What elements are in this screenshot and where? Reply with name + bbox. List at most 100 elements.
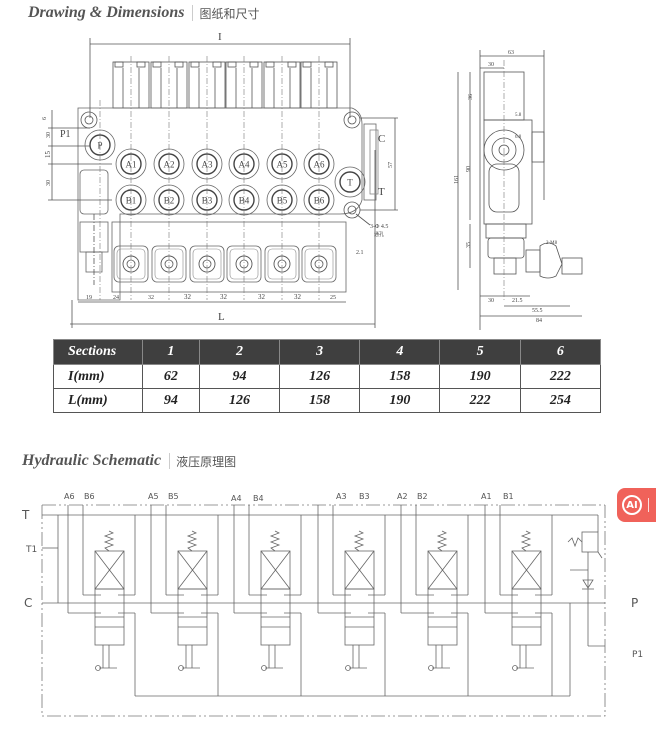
- port-label-b: B1: [503, 492, 514, 501]
- port-p1-label: P1: [60, 129, 71, 140]
- spool-valve-section: [484, 505, 553, 696]
- dim-bottom-32: 32: [258, 293, 266, 301]
- right-label-p: P: [631, 596, 638, 610]
- table-header-cell: 2: [198, 339, 281, 365]
- dim-side-63: 63: [508, 50, 514, 56]
- dim-side-161: 161: [454, 175, 460, 184]
- table-header-cell: 6: [519, 339, 602, 365]
- dimensions-table: Sections 1 2 3 4 5 6 I(mm) 62 94 126 158…: [53, 339, 602, 413]
- port-label: A4: [239, 160, 250, 170]
- port-label-b: B5: [168, 492, 179, 501]
- dim-right-57: 57: [388, 162, 394, 168]
- dim-L-label: L: [218, 311, 225, 323]
- dim-left-30a: 30: [46, 132, 52, 138]
- dim-side-84: 84: [536, 318, 542, 324]
- dim-mount-hole: 3-Φ 4.5: [370, 224, 388, 230]
- table-header-cell: 3: [279, 339, 361, 365]
- relief-valve-symbol: [581, 531, 599, 553]
- dim-side-2m8: 2-M8: [546, 241, 558, 246]
- port-label-a: A4: [231, 494, 242, 503]
- row-label: L(mm): [53, 388, 143, 413]
- dim-side-5-8: 5.8: [515, 113, 522, 118]
- port-label-b: B4: [253, 494, 264, 503]
- table-cell: 190: [439, 364, 521, 389]
- port-label: A3: [202, 160, 213, 170]
- table-cell: 190: [359, 388, 441, 413]
- port-label: A1: [126, 160, 137, 170]
- dim-bottom-32: 32: [148, 295, 154, 301]
- drawing-title-en: Drawing & Dimensions: [28, 4, 185, 21]
- dim-bottom-19: 19: [86, 295, 92, 301]
- right-label-p1: P1: [632, 650, 643, 660]
- port-label-a: A6: [64, 492, 75, 501]
- dim-side-55-5: 55.5: [532, 308, 543, 314]
- table-cell: 222: [439, 388, 521, 413]
- dim-bottom-32: 32: [184, 293, 192, 301]
- dim-bottom-24: 24: [113, 295, 119, 301]
- left-label-t1: T1: [25, 545, 37, 555]
- port-label: T: [347, 178, 353, 188]
- port-label: A6: [314, 160, 325, 170]
- dim-left-15: 15: [44, 151, 52, 159]
- left-label-t: T: [21, 508, 30, 522]
- schematic-boundary: [41, 504, 606, 717]
- spool-valve-section: [400, 505, 469, 696]
- table-cell: 158: [279, 388, 361, 413]
- schematic-title-en: Hydraulic Schematic: [22, 452, 162, 469]
- ai-badge-divider: [648, 498, 649, 512]
- table-cell: 62: [142, 364, 200, 389]
- dim-I-label: I: [218, 31, 222, 43]
- side-view: [457, 50, 583, 330]
- port-label-b: B6: [84, 492, 95, 501]
- dim-side-30-top: 30: [488, 62, 494, 68]
- table-header-cell: 1: [142, 339, 200, 365]
- spool-valve-section: [67, 505, 136, 696]
- ai-assistant-button[interactable]: AI: [617, 488, 656, 522]
- port-label-a: A1: [481, 492, 492, 501]
- port-c-label: C: [378, 133, 385, 145]
- title-divider: [192, 5, 194, 21]
- dim-left-6: 6: [42, 117, 48, 120]
- table-cell: 94: [142, 388, 200, 413]
- table-cell: 254: [519, 388, 602, 413]
- port-label-a: A3: [336, 492, 347, 501]
- schematic-section-title: Hydraulic Schematic 液压原理图: [22, 452, 236, 470]
- dim-right-2-1: 2.1: [356, 250, 364, 256]
- dim-bottom-25: 25: [330, 295, 336, 301]
- port-labels: A6 B6 A5 B5 A4 B4 A3 B3 A2 B2 A1 B1: [64, 492, 514, 503]
- valve-body-outline: [77, 107, 363, 301]
- port-label: A2: [164, 160, 175, 170]
- port-label-a: A5: [148, 492, 159, 501]
- table-row: I(mm) 62 94 126 158 190 222: [53, 364, 602, 389]
- dim-bottom-32: 32: [294, 293, 302, 301]
- dim-side-35: 35: [466, 242, 472, 248]
- port-t-right-label: T: [378, 186, 385, 198]
- spool-valve-section: [150, 505, 219, 696]
- dim-side-90: 90: [466, 166, 472, 172]
- drawing-section-title: Drawing & Dimensions 图纸和尺寸: [28, 4, 260, 22]
- port-label-b: B3: [359, 492, 370, 501]
- dim-side-6-8: 6.8: [515, 135, 522, 140]
- table-cell: 94: [198, 364, 281, 389]
- spool-sections: [67, 505, 553, 696]
- schematic-title-zh: 液压原理图: [176, 454, 237, 469]
- dim-bottom-32: 32: [220, 293, 228, 301]
- title-divider: [169, 453, 171, 469]
- check-valve-symbol: [582, 579, 594, 589]
- table-cell: 222: [519, 364, 602, 389]
- dim-side-21-5: 21.5: [512, 298, 523, 304]
- table-cell: 126: [198, 388, 281, 413]
- handle-section: [111, 221, 347, 293]
- dim-side-36: 36: [468, 94, 474, 100]
- port-circle: T: [334, 166, 366, 198]
- spool-valve-section: [317, 505, 386, 696]
- port-label: A5: [277, 160, 288, 170]
- spool-valve-section: [233, 505, 302, 696]
- table-header-cell: 4: [359, 339, 441, 365]
- table-row: L(mm) 94 126 158 190 222 254: [53, 388, 602, 413]
- dim-mount-hole-zh: 通孔: [374, 231, 384, 238]
- dim-side-30-bot: 30: [488, 298, 494, 304]
- left-label-c: C: [24, 596, 32, 610]
